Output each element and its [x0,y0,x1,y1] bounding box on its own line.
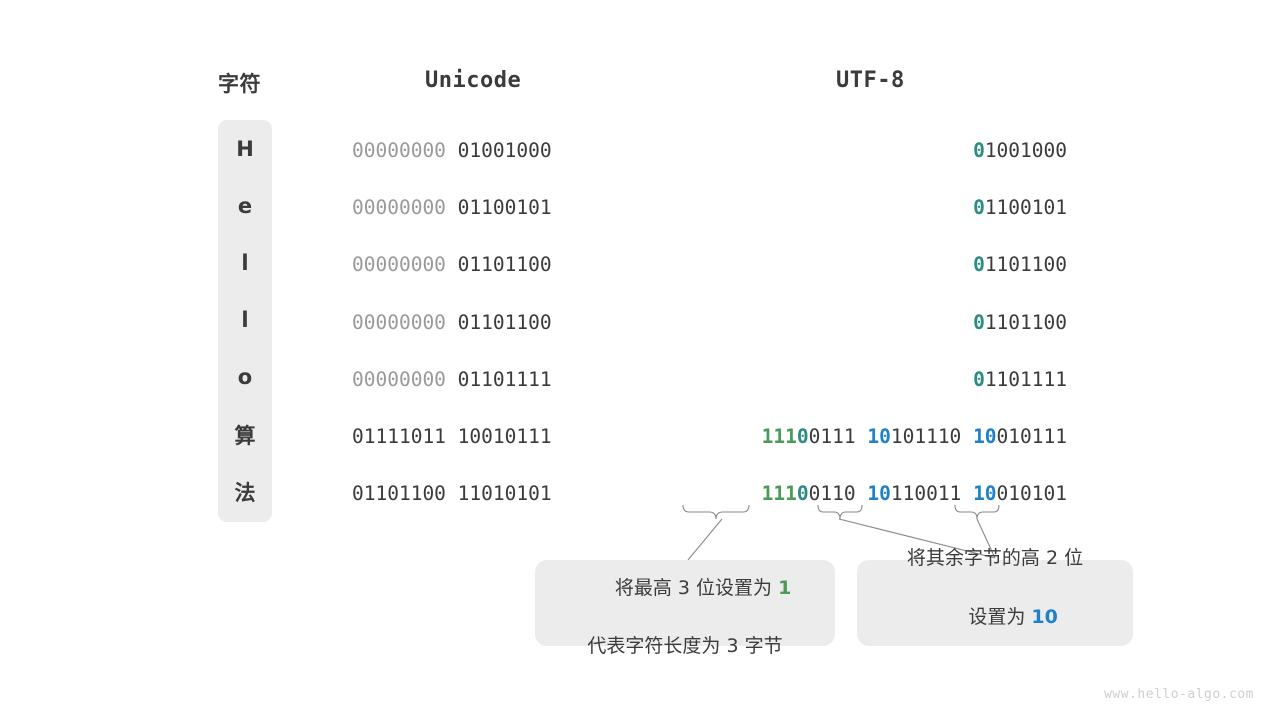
utf8-payload-bits: 0110 [808,482,856,506]
unicode-low-byte: 01101111 [457,367,552,391]
utf8-marker-bits: 10 [973,482,997,506]
unicode-low-byte: 01101100 [457,310,552,334]
column-header-utf8: UTF-8 [836,68,905,93]
utf8-bits: 01100101 [973,198,1067,218]
brace-group-2 [817,504,863,520]
utf8-lead-bit: 0 [796,425,809,448]
utf8-payload-bits: 010101 [996,482,1067,506]
column-header-char: 字符 [218,72,261,96]
utf8-lead-bit: 0 [973,139,985,162]
utf8-marker-bits: 111 [761,482,797,506]
utf8-payload-bits: 1100101 [984,196,1067,220]
character-cell: l [241,308,249,333]
utf8-lead-bit: 0 [973,253,985,277]
watermark: www.hello-algo.com [1104,687,1254,702]
unicode-high-byte: 01101100 [352,482,446,506]
callout-1-line-1: 将最高 3 位设置为 1 [579,544,792,632]
utf8-bits: 01101100 [973,310,1067,334]
callout-continuation-bits: 将其余字节的高 2 位 设置为 10 [857,547,1133,646]
callout-1-highlight: 1 [778,576,792,599]
utf8-bits: 11100110 10110011 10010101 [762,484,1067,504]
unicode-bits: 00000000 01100101 [352,198,552,218]
utf8-payload-bits: 110011 [890,482,962,506]
unicode-high-byte: 00000000 [352,367,446,391]
unicode-bits: 00000000 01001000 [352,141,552,161]
callout-high-bits: 将最高 3 位设置为 1 代表字符长度为 3 字节 [535,560,835,657]
utf8-lead-bit: 0 [973,196,985,220]
character-cell: 法 [234,480,256,505]
character-cell: H [236,136,254,161]
unicode-high-byte: 00000000 [352,253,446,277]
unicode-bits: 00000000 01101100 [352,255,552,275]
utf8-payload-bits: 101110 [890,425,962,448]
callout-2-line-1: 将其余字节的高 2 位 [906,547,1084,570]
utf8-payload-bits: 1101111 [984,367,1067,391]
brace-group-3 [954,504,1000,520]
utf8-marker-bits: 111 [761,425,797,448]
utf8-lead-bit: 0 [796,482,809,506]
callout-2-highlight: 10 [1031,606,1058,628]
unicode-bits: 00000000 01101100 [352,310,552,334]
unicode-low-byte: 01100101 [457,196,552,220]
unicode-bits: 01111011 10010111 [352,427,552,447]
unicode-high-byte: 00000000 [352,139,446,162]
unicode-bits: 01101100 11010101 [352,484,552,504]
unicode-low-byte: 01101100 [457,253,552,277]
utf8-marker-bits: 10 [867,482,891,506]
unicode-high-byte: 01111011 [352,425,446,448]
unicode-bits: 00000000 01101111 [352,370,552,390]
utf8-payload-bits: 1101100 [984,253,1067,277]
callout-1-line-2: 代表字符长度为 3 字节 [587,635,783,658]
unicode-low-byte: 10010111 [457,425,552,448]
utf8-lead-bit: 0 [973,367,985,391]
utf8-payload-bits: 1001000 [984,139,1067,162]
callout-2-line-2: 设置为 10 [932,574,1058,662]
character-cell: l [241,250,249,275]
utf8-bits: 01001000 [973,141,1067,161]
callout-1-text-a: 将最高 3 位设置为 [614,576,779,599]
utf8-marker-bits: 10 [867,425,891,448]
utf8-payload-bits: 010111 [996,425,1067,448]
utf8-bits: 01101111 [973,370,1067,390]
character-cell: e [237,193,253,218]
character-cell: 算 [234,423,256,448]
unicode-high-byte: 00000000 [352,196,446,220]
character-cell: o [237,365,253,390]
unicode-low-byte: 01001000 [457,139,552,162]
column-header-unicode: Unicode [425,68,522,93]
callout-2-text-a: 设置为 [968,606,1032,628]
character-column-panel [218,120,272,522]
utf8-bits: 01101100 [973,255,1067,275]
brace-group-1 [682,504,750,520]
unicode-high-byte: 00000000 [352,310,446,334]
utf8-marker-bits: 10 [973,425,997,448]
unicode-low-byte: 11010101 [457,482,552,506]
utf8-bits: 11100111 10101110 10010111 [762,427,1067,447]
utf8-lead-bit: 0 [973,310,985,334]
utf8-payload-bits: 0111 [808,425,856,448]
utf8-payload-bits: 1101100 [984,310,1067,334]
